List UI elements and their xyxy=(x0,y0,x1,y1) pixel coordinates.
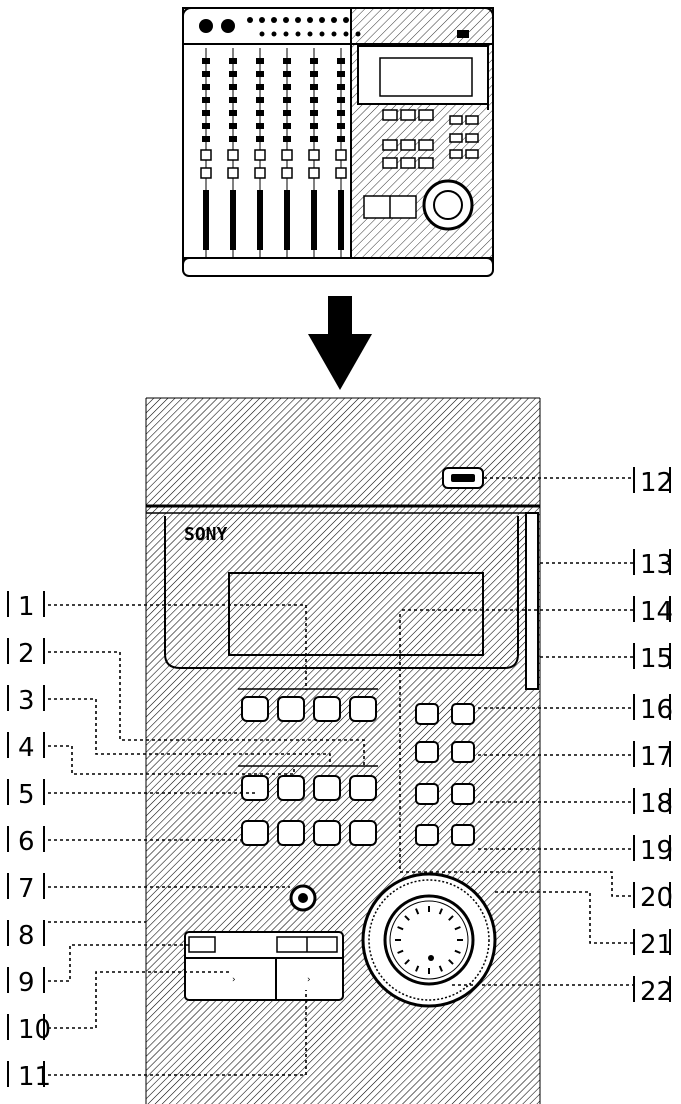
callout-14: 14 xyxy=(633,596,673,627)
knob-icon xyxy=(199,19,213,33)
key xyxy=(349,775,377,801)
callout-19: 19 xyxy=(633,835,673,866)
key xyxy=(241,775,269,801)
zoom-arrow-icon xyxy=(308,296,372,390)
callout-20: 20 xyxy=(633,882,673,913)
key xyxy=(313,696,341,722)
callout-number: 16 xyxy=(640,695,673,725)
callout-number: 9 xyxy=(18,968,35,998)
callout-number: 3 xyxy=(18,686,35,716)
callout-18: 18 xyxy=(633,788,673,819)
key xyxy=(277,696,305,722)
callout-number: 14 xyxy=(640,597,673,627)
key xyxy=(415,703,439,725)
callout-22: 22 xyxy=(633,976,673,1007)
callout-13: 13 xyxy=(633,549,673,580)
callout-number: 10 xyxy=(18,1015,51,1045)
callout-16: 16 xyxy=(633,694,673,725)
callout-12: 12 xyxy=(633,467,673,498)
callout-number: 19 xyxy=(640,836,673,866)
callout-number: 7 xyxy=(18,874,35,904)
callout-number: 2 xyxy=(18,639,35,669)
callout-8: 8 xyxy=(7,920,45,951)
control-panel-detail: SONY › › xyxy=(145,397,541,1104)
callout-number: 5 xyxy=(18,780,35,810)
key xyxy=(451,703,475,725)
callout-number: 8 xyxy=(18,921,35,951)
callout-2: 2 xyxy=(7,638,45,669)
callout-15: 15 xyxy=(633,643,673,674)
callout-3: 3 xyxy=(7,685,45,716)
callout-number: 21 xyxy=(640,930,673,960)
callout-number: 1 xyxy=(18,592,35,622)
key xyxy=(241,820,269,846)
leader-line-c10 xyxy=(48,971,232,1029)
key xyxy=(451,741,475,763)
side-slot xyxy=(525,512,539,690)
callout-number: 20 xyxy=(640,883,673,913)
key xyxy=(451,783,475,805)
callout-number: 22 xyxy=(640,977,673,1007)
callout-number: 18 xyxy=(640,789,673,819)
callout-number: 15 xyxy=(640,644,673,674)
leader-line-c3 xyxy=(48,698,331,766)
callout-7: 7 xyxy=(7,873,45,904)
key xyxy=(349,696,377,722)
brand-logo: SONY xyxy=(184,524,228,545)
callout-number: 17 xyxy=(640,742,673,772)
callout-number: 13 xyxy=(640,550,673,580)
leader-line-c2 xyxy=(48,651,365,766)
key xyxy=(451,824,475,846)
callout-5: 5 xyxy=(7,779,45,810)
key xyxy=(349,820,377,846)
leader-line-c4 xyxy=(48,745,295,775)
callout-10: 10 xyxy=(7,1014,51,1045)
leader-line-c1 xyxy=(48,604,307,690)
key xyxy=(313,820,341,846)
callout-number: 11 xyxy=(18,1062,51,1092)
leader-line-c20 xyxy=(399,614,634,897)
callout-4: 4 xyxy=(7,732,45,763)
callout-11: 11 xyxy=(7,1061,51,1092)
key xyxy=(241,696,269,722)
knob-icon xyxy=(221,19,235,33)
key xyxy=(277,820,305,846)
callout-9: 9 xyxy=(7,967,45,998)
arrow-right-icon: › xyxy=(232,975,236,985)
lcd-display xyxy=(228,572,484,656)
key xyxy=(415,783,439,805)
leader-line-c21 xyxy=(495,891,634,944)
key xyxy=(415,741,439,763)
callout-1: 1 xyxy=(7,591,45,622)
callout-6: 6 xyxy=(7,826,45,857)
callout-number: 4 xyxy=(18,733,35,763)
key xyxy=(277,775,305,801)
callout-number: 6 xyxy=(18,827,35,857)
key xyxy=(313,775,341,801)
callout-17: 17 xyxy=(633,741,673,772)
callout-number: 12 xyxy=(640,468,673,498)
callout-21: 21 xyxy=(633,929,673,960)
overview-mixer xyxy=(182,7,494,277)
arrow-right-icon: › xyxy=(307,975,311,985)
jog-dial xyxy=(361,872,497,1008)
key xyxy=(415,824,439,846)
leader-line-c11 xyxy=(48,990,307,1076)
